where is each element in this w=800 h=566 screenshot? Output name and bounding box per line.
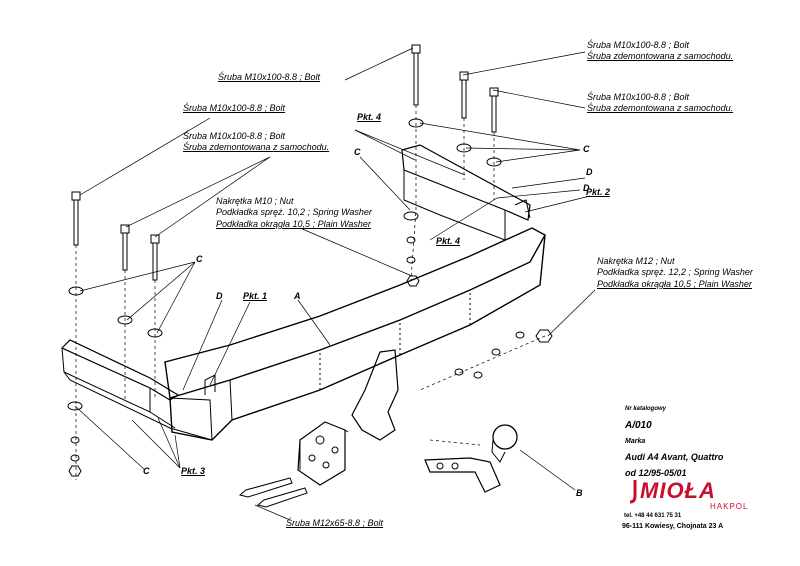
tag-d-right-1: D (586, 167, 593, 177)
main-beam (164, 227, 546, 441)
catalog-number: A/010 (625, 420, 652, 431)
tag-c-top-left: C (354, 147, 361, 157)
tow-ball (424, 424, 518, 493)
label-nut-m10-2: Podkładka spręż. 10,2 ; Spring Washer (216, 207, 372, 217)
label-nut-m10-3: Podkładka okrągła 10,5 ; Plain Washer (216, 219, 371, 229)
tag-pkt1: Pkt. 1 (243, 291, 268, 301)
tag-c-left: C (196, 254, 203, 264)
vehicle-model: Audi A4 Avant, Quattro (625, 452, 724, 462)
label-bolt-right-1b: Śruba zdemontowana z samochodu. (587, 51, 734, 61)
logo-hook-icon (629, 480, 637, 504)
tag-b: B (576, 488, 583, 498)
right-bracket (401, 144, 531, 241)
label-bolt-left-single: Śruba M10x100-8.8 ; Bolt (183, 103, 286, 113)
leader-lines (74, 47, 596, 521)
label-bolt-right-2b: Śruba zdemontowana z samochodu. (587, 103, 734, 113)
tag-a: A (294, 291, 301, 301)
label-nut-m10-1: Nakrętka M10 ; Nut (216, 196, 294, 206)
left-bracket (60, 339, 216, 441)
label-bolt-right-1a: Śruba M10x100-8.8 ; Bolt (587, 40, 690, 50)
tag-c-bottom: C (143, 466, 150, 476)
logo-wordmark: MIOŁA (640, 478, 716, 503)
vehicle-years: od 12/95-05/01 (625, 468, 687, 478)
tag-pkt3: Pkt. 3 (181, 466, 206, 476)
tag-d-right-2: D (583, 183, 590, 193)
label-bolt-top-center: Śruba M10x100-8.8 ; Bolt (218, 72, 321, 82)
label-nut-m12-1: Nakrętka M12 ; Nut (597, 256, 675, 266)
washers (67, 118, 553, 477)
drop-plate (297, 349, 399, 486)
contact-phone: tel. +48 44 631 75 31 (624, 513, 682, 519)
bolts (71, 44, 499, 508)
tag-c-right: C (583, 144, 590, 154)
logo-subtitle: HAKPOL (710, 502, 749, 511)
tag-pkt4-mid: Pkt. 4 (436, 236, 461, 246)
label-bolt-right-2a: Śruba M10x100-8.8 ; Bolt (587, 92, 690, 102)
catalog-label: Nr katalogowy (625, 406, 667, 412)
contact-address: 96-111 Kowiesy, Chojnata 23 A (622, 523, 724, 530)
label-bolt-left-removed-2: Śruba zdemontowana z samochodu. (183, 142, 330, 152)
brand-label: Marka (625, 438, 646, 445)
label-nut-m12-2: Podkładka spręż. 12,2 ; Spring Washer (597, 267, 753, 277)
assembly-lines (75, 105, 546, 480)
label-bolt-m12: Śruba M12x65-8.8 ; Bolt (286, 518, 384, 528)
tag-pkt4-top: Pkt. 4 (357, 112, 382, 122)
tag-pkt2: Pkt. 2 (586, 187, 611, 197)
label-nut-m12-3: Podkładka okrągła 10,5 ; Plain Washer (597, 279, 752, 289)
label-bolt-left-removed-1: Śruba M10x100-8.8 ; Bolt (183, 131, 286, 141)
tag-d-left: D (216, 291, 223, 301)
